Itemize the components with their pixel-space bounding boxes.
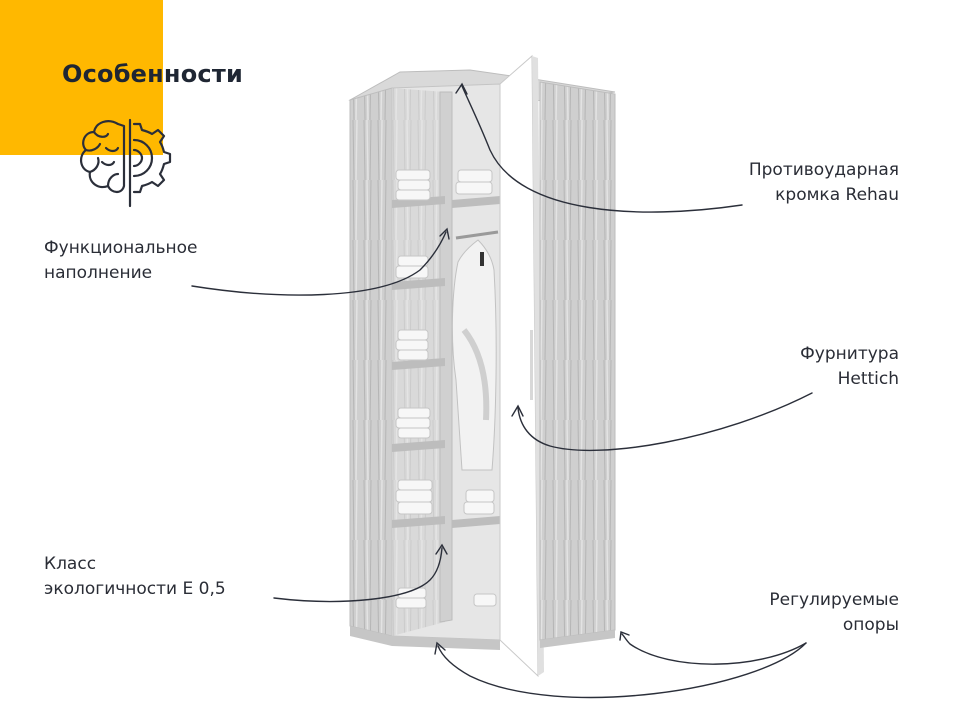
feature-functional-fill: Функциональное наполнение xyxy=(44,236,198,286)
wardrobe-left-panel xyxy=(349,87,393,637)
brain-gear-icon xyxy=(80,118,172,208)
feature-hardware-line2: Hettich xyxy=(837,369,899,389)
feature-functional-fill-line1: Функциональное xyxy=(44,238,198,258)
feature-adjustable-feet-line2: опоры xyxy=(842,615,899,635)
pointer-hardware xyxy=(511,392,813,452)
wardrobe-right-panel xyxy=(539,81,616,641)
feature-adjustable-feet-line1: Регулируемые xyxy=(769,590,899,610)
accent-square xyxy=(0,0,163,155)
wardrobe-plinth xyxy=(350,626,615,650)
page-title: Особенности xyxy=(62,60,243,88)
feature-impact-edge-line2: кромка Rehau xyxy=(775,185,899,205)
pointer-eco-class xyxy=(273,543,448,603)
feature-eco-class-line1: Класс xyxy=(44,554,97,574)
pointer-adjustable-feet-1 xyxy=(619,631,807,665)
pointer-impact-edge xyxy=(455,82,743,213)
feature-functional-fill-line2: наполнение xyxy=(44,263,153,283)
feature-eco-class: Класс экологичности E 0,5 xyxy=(44,552,226,602)
pointer-adjustable-feet-2 xyxy=(434,641,807,699)
feature-hardware: Фурнитура Hettich xyxy=(800,342,899,392)
pointer-functional-fill xyxy=(191,227,450,296)
feature-impact-edge: Противоударная кромка Rehau xyxy=(749,158,899,208)
wardrobe-door xyxy=(499,54,544,678)
feature-hardware-line1: Фурнитура xyxy=(800,344,899,364)
feature-impact-edge-line1: Противоударная xyxy=(748,160,899,180)
feature-adjustable-feet: Регулируемые опоры xyxy=(769,588,899,638)
wardrobe-interior xyxy=(391,83,501,641)
feature-eco-class-line2: экологичности E 0,5 xyxy=(44,579,226,599)
